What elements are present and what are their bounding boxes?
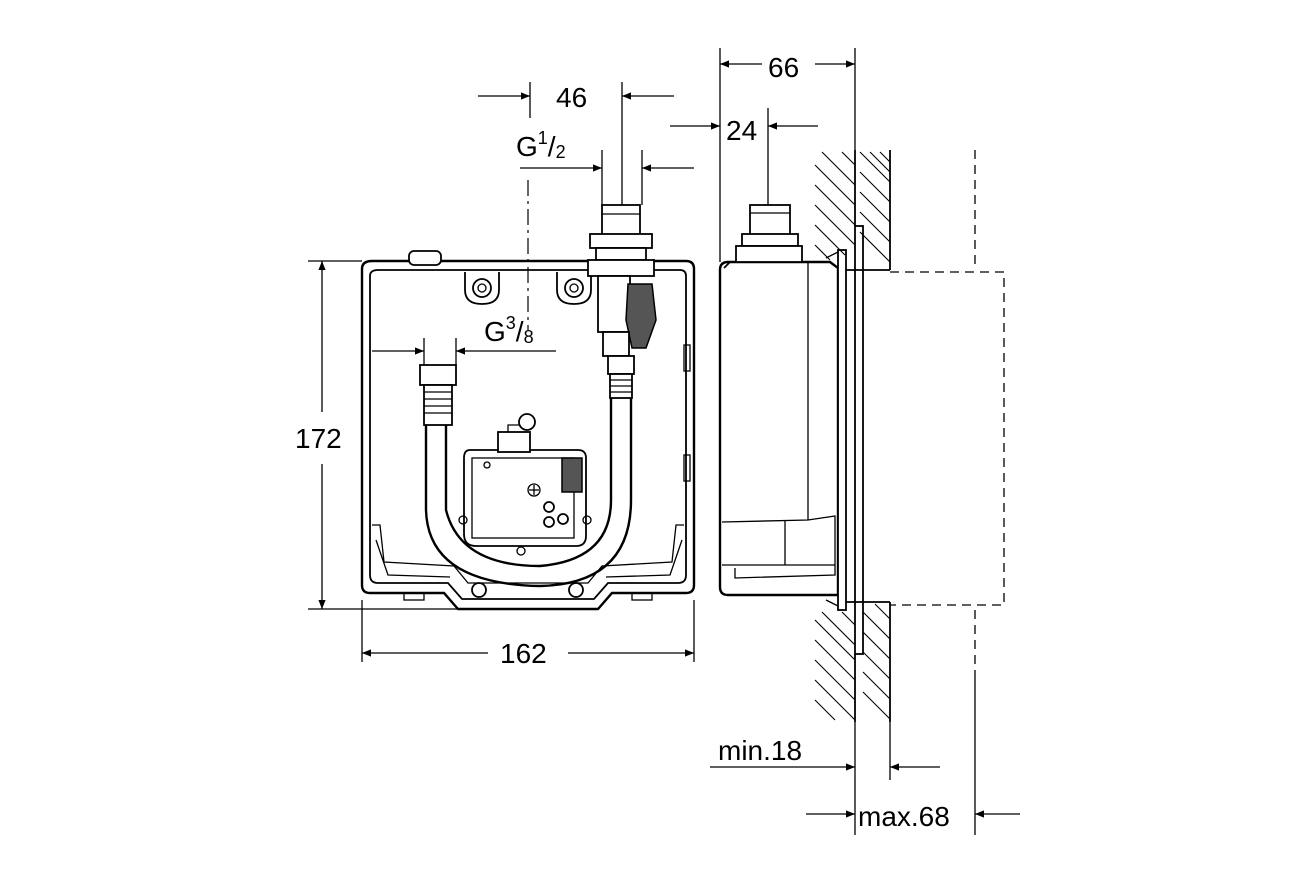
supply-thread-den: 8 bbox=[524, 327, 534, 347]
bottom-screw-right bbox=[568, 582, 584, 598]
front-housing-inner bbox=[369, 269, 687, 600]
dim-24: 24 bbox=[726, 115, 757, 146]
hose-right bbox=[424, 355, 635, 588]
control-module bbox=[458, 413, 592, 556]
mounting-lug-right bbox=[556, 272, 592, 305]
side-housing-outline bbox=[718, 260, 840, 597]
cover-plate bbox=[854, 225, 864, 655]
dim-min-18: min.18 bbox=[718, 735, 802, 766]
side-view bbox=[718, 150, 1005, 670]
main-thread-num: 1 bbox=[538, 128, 548, 148]
supply-thread-num: 3 bbox=[506, 313, 516, 333]
dim-162: 162 bbox=[500, 638, 547, 669]
dim-46: 46 bbox=[556, 82, 587, 113]
main-thread-den: 2 bbox=[556, 142, 566, 162]
dim-66: 66 bbox=[768, 52, 799, 83]
supply-thread-base: G bbox=[484, 316, 506, 347]
dim-max-68: max.68 bbox=[858, 801, 950, 832]
bottom-screw-left bbox=[471, 582, 487, 598]
dim-supply-thread: G3/8 bbox=[484, 313, 534, 347]
main-thread-slash: / bbox=[548, 131, 556, 162]
mounting-lug-left bbox=[464, 272, 500, 305]
dim-172: 172 bbox=[295, 423, 342, 454]
dimension-lines bbox=[308, 48, 1020, 835]
main-inlet-connector bbox=[587, 204, 657, 357]
dim-main-thread: G1/2 bbox=[516, 128, 566, 162]
front-housing-outline bbox=[360, 259, 696, 611]
hose-left-fitting bbox=[419, 364, 457, 426]
front-housing-ledge-2 bbox=[375, 539, 683, 578]
wall-recess bbox=[890, 271, 1005, 606]
hatched-wall bbox=[814, 150, 891, 722]
side-outlet bbox=[735, 204, 803, 263]
main-thread-base: G bbox=[516, 131, 538, 162]
front-housing-ledge bbox=[372, 524, 684, 584]
mounting-plate bbox=[837, 249, 847, 611]
top-cap bbox=[408, 250, 442, 266]
front-view bbox=[360, 180, 696, 611]
supply-thread-slash: / bbox=[516, 316, 524, 347]
